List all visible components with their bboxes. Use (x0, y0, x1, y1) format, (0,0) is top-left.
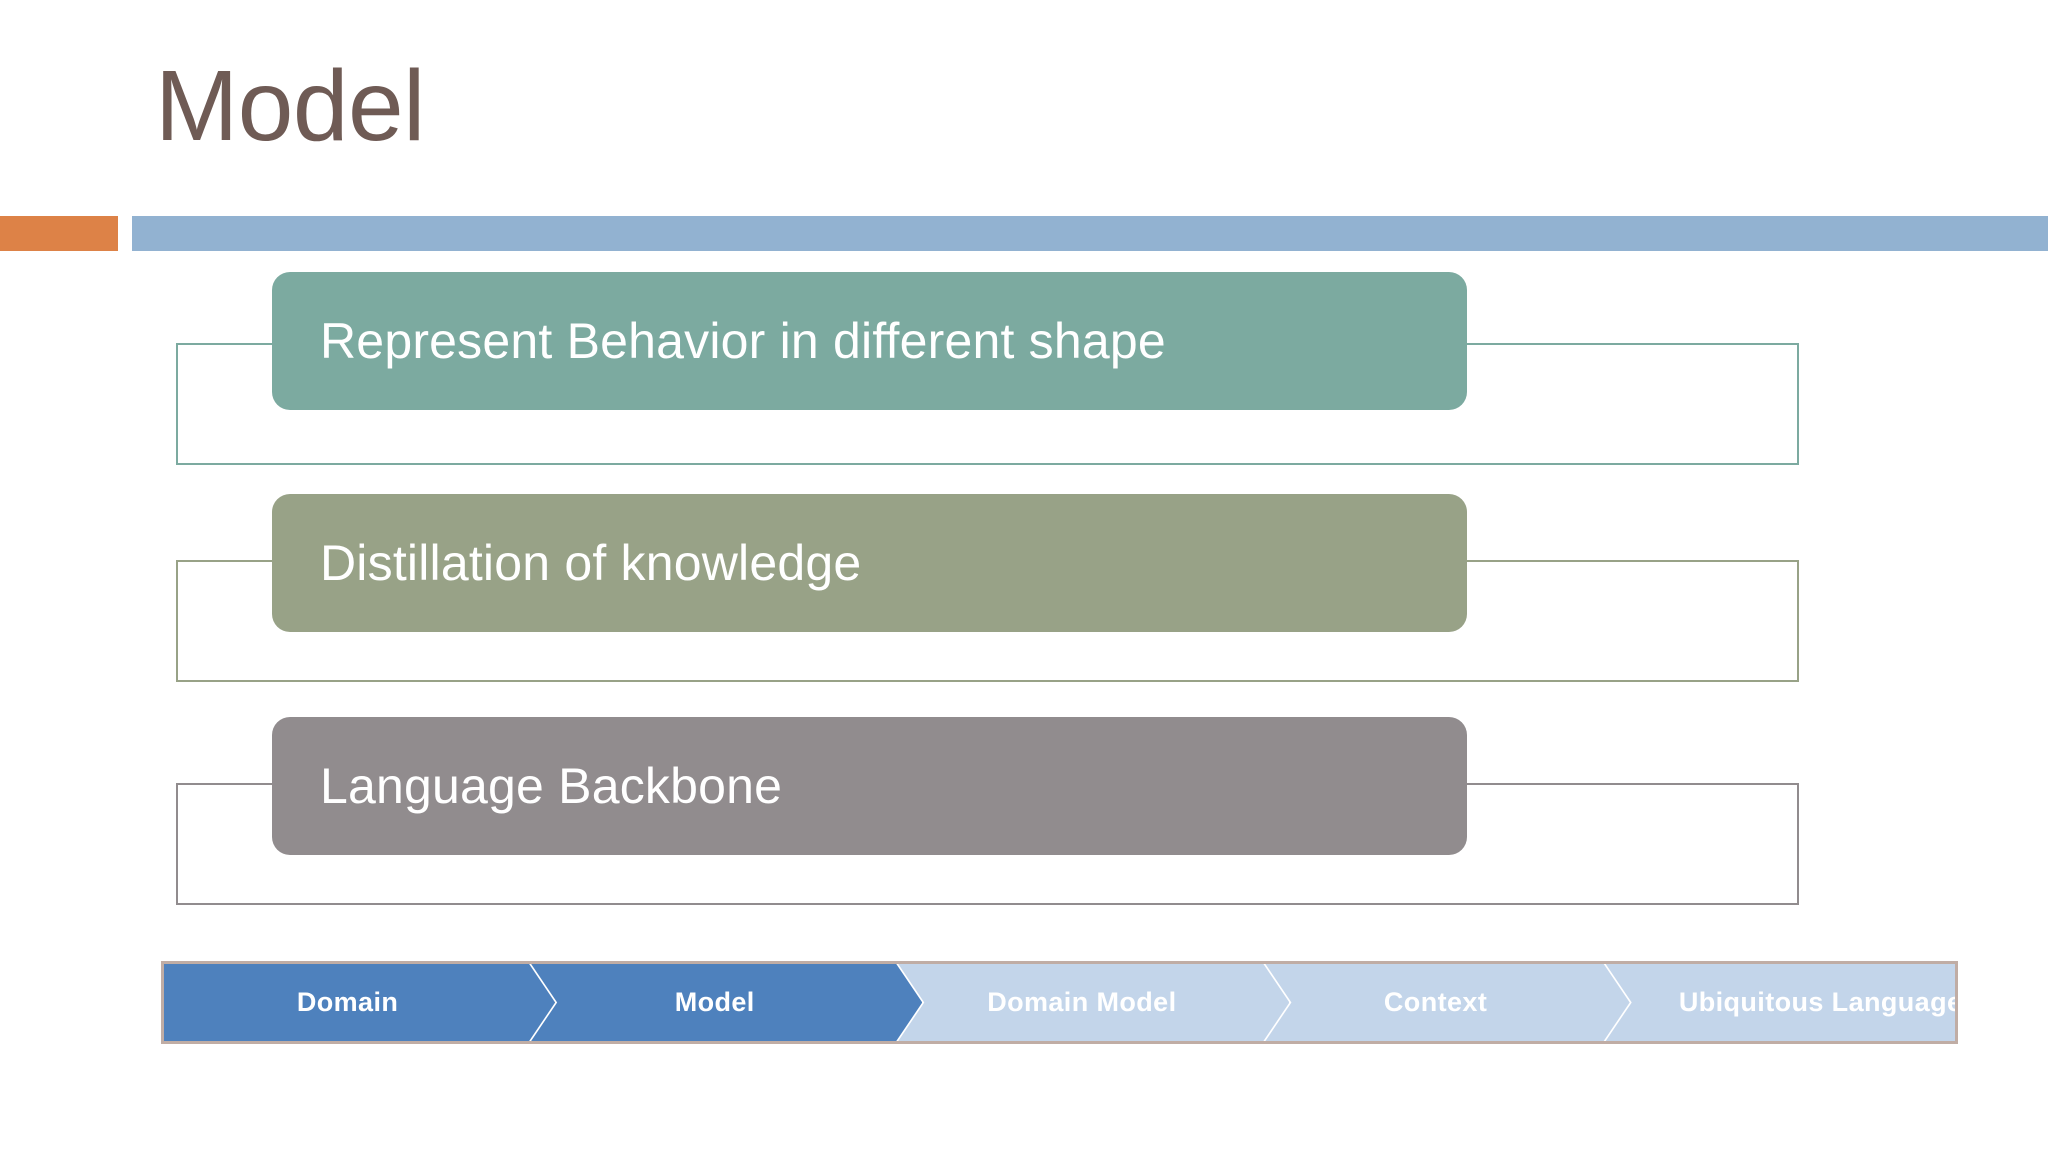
process-step-ubiquitous-language[interactable]: Ubiquitous Language (1606, 964, 1958, 1041)
divider-rule-bar (132, 216, 2048, 251)
process-step-label: Context (1383, 987, 1488, 1017)
row-2-label-chip[interactable]: Distillation of knowledge (272, 494, 1467, 632)
row-1-label-chip[interactable]: Represent Behavior in different shape (272, 272, 1467, 410)
process-step-model[interactable]: Model (531, 964, 922, 1041)
process-step-domain[interactable]: Domain (164, 964, 555, 1041)
process-step-label: Domain Model (987, 987, 1177, 1017)
process-step-context[interactable]: Context (1265, 964, 1629, 1041)
process-step-label: Model (674, 987, 755, 1017)
process-step-label: Domain (296, 987, 399, 1017)
process-chevron-bar: Domain Model Domain Model Context Ubiqui… (161, 961, 1958, 1044)
divider-accent-block (0, 216, 118, 251)
process-step-label: Ubiquitous Language (1678, 987, 1958, 1017)
row-3-label-chip[interactable]: Language Backbone (272, 717, 1467, 855)
process-step-domain-model[interactable]: Domain Model (898, 964, 1289, 1041)
page-title: Model (155, 50, 425, 162)
